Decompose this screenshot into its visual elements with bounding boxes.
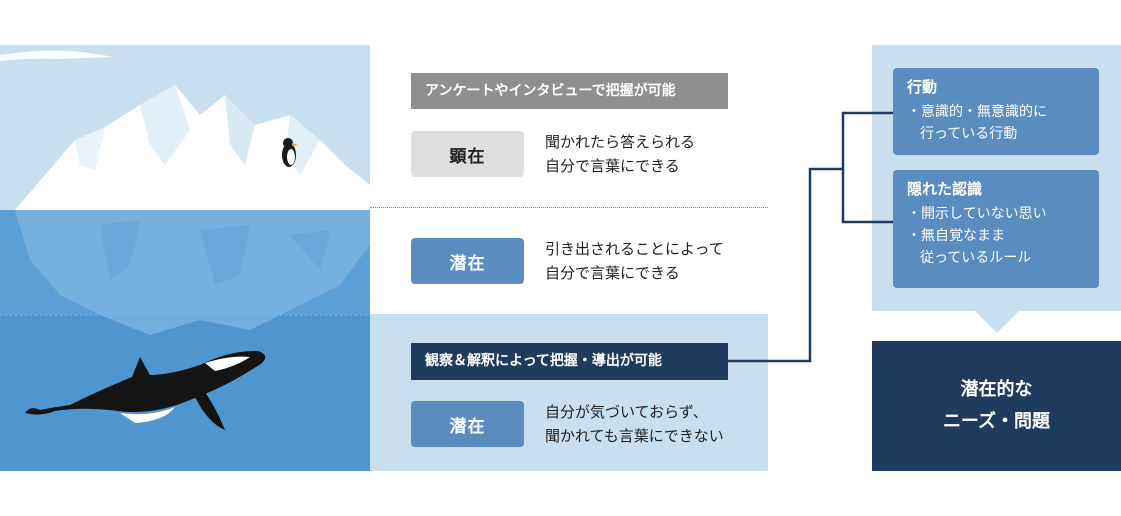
iceberg-scene — [0, 45, 370, 471]
survey-method-label: アンケートやインタビューで把握が可能 — [411, 73, 728, 109]
latent-surface-line-2: 自分で言葉にできる — [545, 264, 680, 282]
explicit-line-2: 自分で言葉にできる — [545, 157, 680, 175]
latent-deep-line-1: 自分が気づいておらず、 — [545, 403, 708, 421]
latent-needs-box: 潜在的な ニーズ・問題 — [872, 341, 1121, 471]
iceberg-illustration — [0, 45, 370, 471]
behavior-item-1-cont: 行っている行動 — [920, 126, 1018, 142]
latent-surface-description: 引き出されることによって 自分で言葉にできる — [545, 237, 724, 285]
behavior-title: 行動 — [907, 78, 938, 96]
latent-surface-line-1: 引き出されることによって — [545, 240, 724, 258]
latent-chip-deep: 潜在 — [411, 401, 524, 447]
explicit-chip: 顕在 — [411, 131, 524, 177]
explicit-line-1: 聞かれたら答えられる — [545, 133, 696, 151]
surface-divider — [370, 207, 768, 208]
result-line-1: 潜在的な — [960, 379, 1033, 400]
cloud — [0, 50, 112, 61]
latent-deep-description: 自分が気づいておらず、 聞かれても言葉にできない — [545, 400, 724, 448]
iceberg-icon — [15, 85, 370, 335]
hidden-item-2: ・無自覚なまま — [907, 228, 1005, 244]
hidden-perception-card: 隠れた認識 ・開示していない思い ・無自覚なまま 従っているルール — [893, 170, 1099, 288]
behavior-card: 行動 ・意識的・無意識的に 行っている行動 — [893, 68, 1099, 155]
result-line-2: ニーズ・問題 — [942, 411, 1051, 432]
down-arrow-icon — [975, 311, 1019, 333]
behavior-item-1: ・意識的・無意識的に — [907, 104, 1047, 120]
observation-method-label: 観察＆解釈によって把握・導出が可能 — [411, 343, 728, 380]
latent-chip-surface: 潜在 — [411, 238, 524, 284]
explicit-description: 聞かれたら答えられる 自分で言葉にできる — [545, 130, 695, 178]
hidden-perception-title: 隠れた認識 — [907, 180, 983, 198]
latent-deep-line-2: 聞かれても言葉にできない — [545, 427, 724, 445]
hidden-item-2-cont: 従っているルール — [920, 250, 1032, 266]
penguin-icon — [282, 138, 298, 167]
hidden-item-1: ・開示していない思い — [907, 206, 1047, 222]
orca-icon — [25, 350, 266, 430]
